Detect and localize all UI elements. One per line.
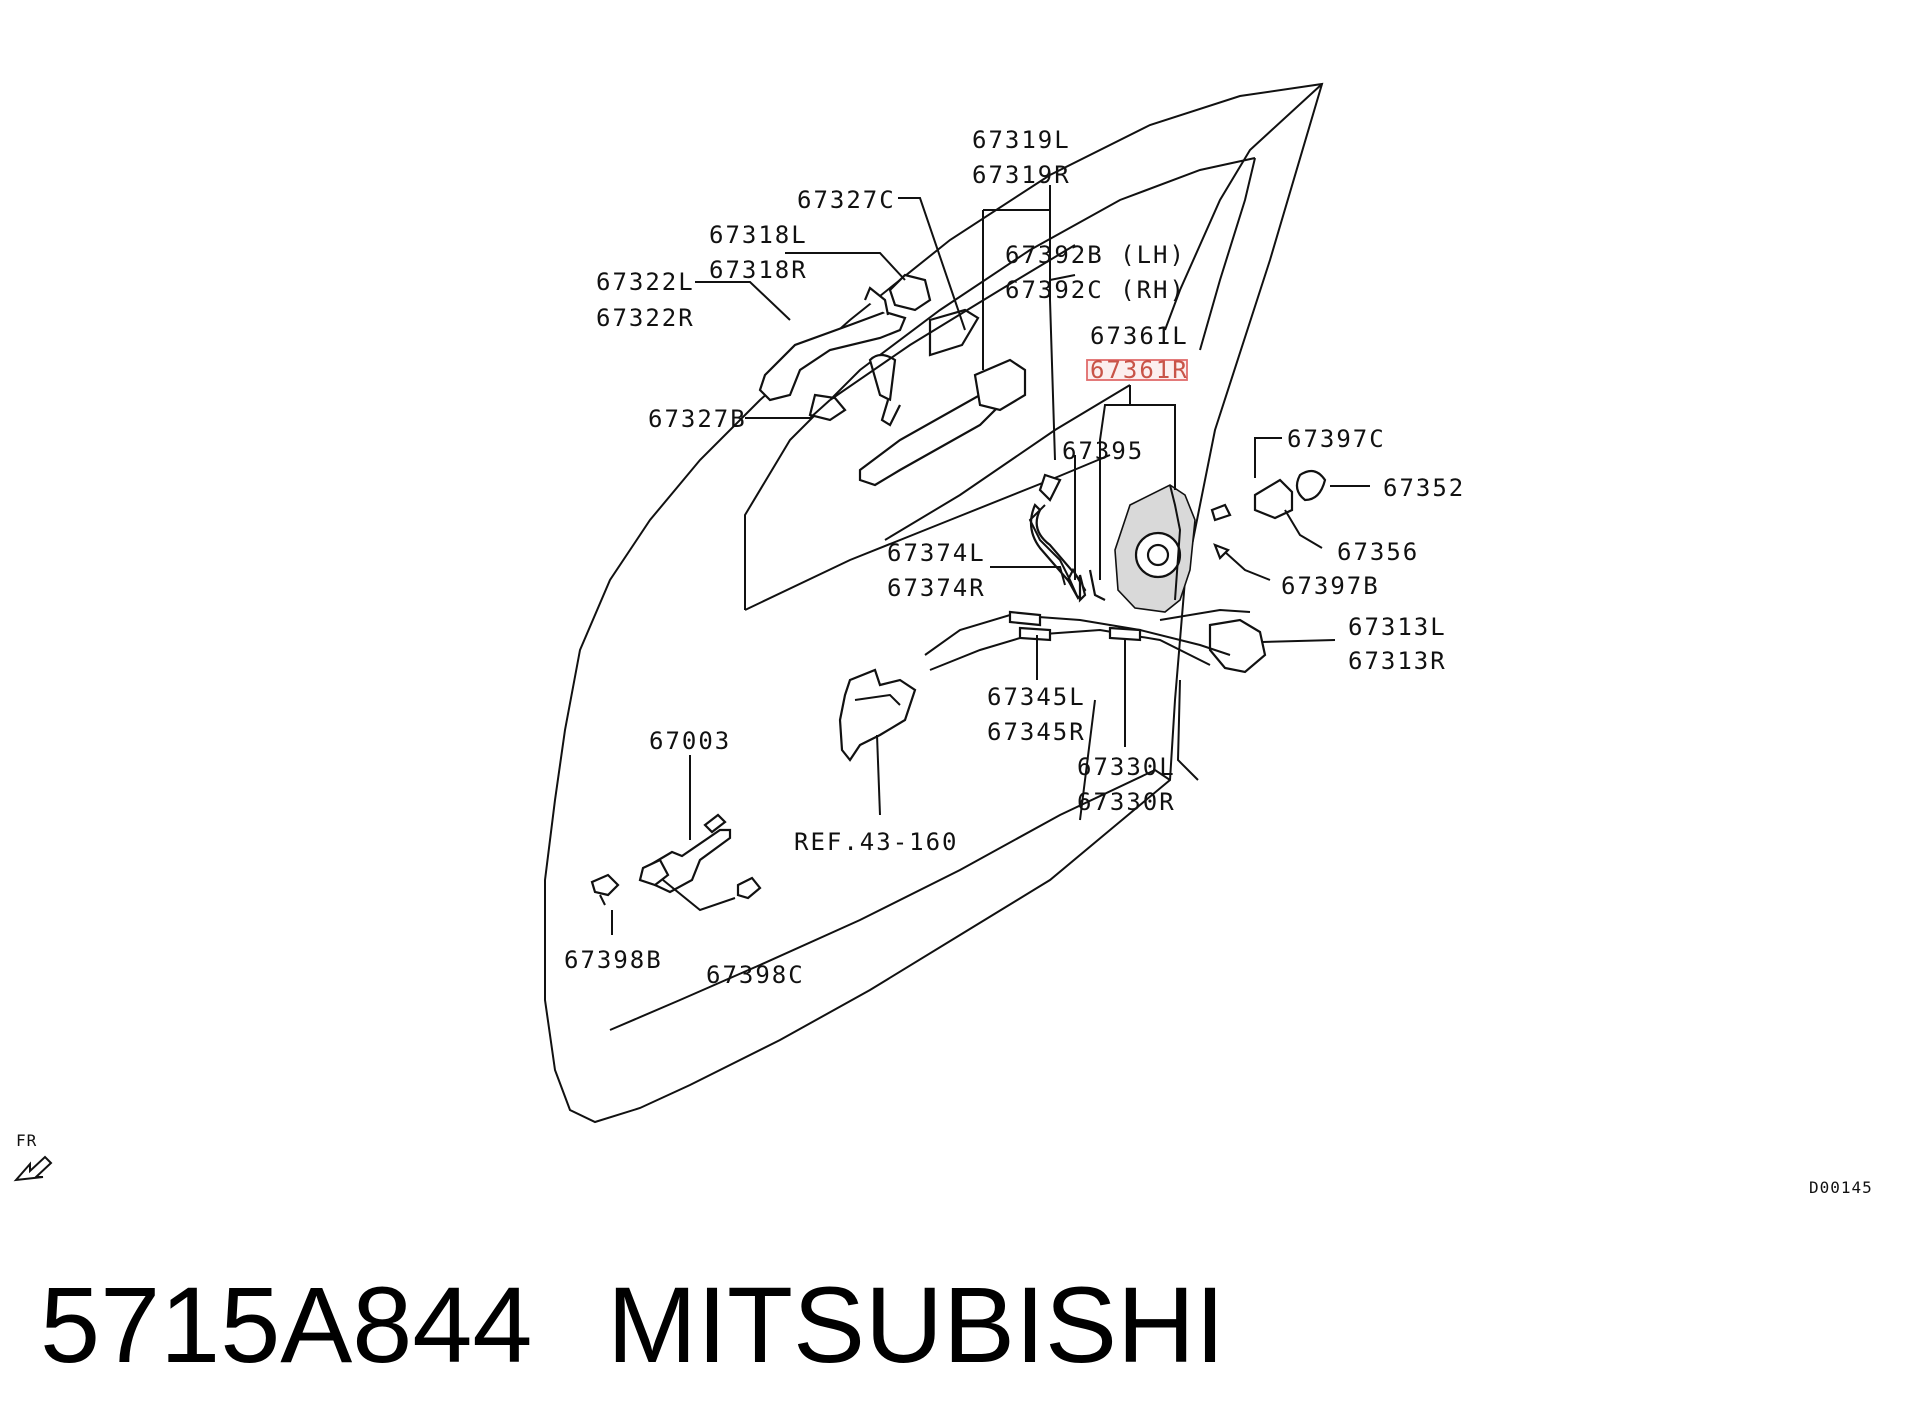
label-67318L: 67318L (709, 221, 808, 249)
door-check (590, 813, 762, 906)
label-67313R: 67313R (1348, 647, 1447, 675)
label-67352: 67352 (1383, 474, 1465, 502)
label-67397B: 67397B (1281, 572, 1380, 600)
part-labels: 67319L 67319R 67327C 67318L 67318R 67322… (564, 126, 1465, 989)
label-67313L: 67313L (1348, 613, 1447, 641)
label-67319R: 67319R (972, 161, 1071, 189)
brand-name: MITSUBISHI (607, 1264, 1225, 1385)
label-67397C: 67397C (1287, 425, 1386, 453)
fr-label: FR (16, 1131, 37, 1150)
label-67395: 67395 (1062, 437, 1144, 465)
label-67374R: 67374R (887, 574, 986, 602)
label-67398B: 67398B (564, 946, 663, 974)
label-67392C: 67392C (RH) (1005, 276, 1186, 304)
label-67330L: 67330L (1077, 753, 1176, 781)
label-67003: 67003 (649, 727, 731, 755)
label-67327C: 67327C (797, 186, 896, 214)
label-67361R-highlight (1086, 359, 1188, 381)
label-67327B: 67327B (648, 405, 747, 433)
label-67398C: 67398C (706, 961, 805, 989)
label-67356: 67356 (1337, 538, 1419, 566)
part-number: 5715A844 (40, 1264, 533, 1385)
striker-parts (1208, 469, 1327, 674)
label-67322R: 67322R (596, 304, 695, 332)
inside-handle (838, 668, 917, 762)
label-67374L: 67374L (887, 539, 986, 567)
leader-lines (611, 185, 1370, 935)
label-67345R: 67345R (987, 718, 1086, 746)
label-67361R: 67361R (1090, 356, 1189, 384)
label-67345L: 67345L (987, 683, 1086, 711)
label-67322L: 67322L (596, 268, 695, 296)
label-67392B: 67392B (LH) (1005, 241, 1186, 269)
label-67330R: 67330R (1077, 788, 1176, 816)
label-ref-43-160: REF.43-160 (794, 828, 959, 856)
door-outline (544, 82, 1324, 1124)
diagram-code: D00145 (1809, 1178, 1873, 1197)
label-67319L: 67319L (972, 126, 1071, 154)
label-67318R: 67318R (709, 256, 808, 284)
front-direction-indicator: FR (13, 1131, 53, 1182)
fr-arrow-icon (13, 1155, 53, 1182)
label-67361L: 67361L (1090, 322, 1189, 350)
rods-and-cables (924, 504, 1251, 671)
latch-assembly (1088, 484, 1196, 613)
